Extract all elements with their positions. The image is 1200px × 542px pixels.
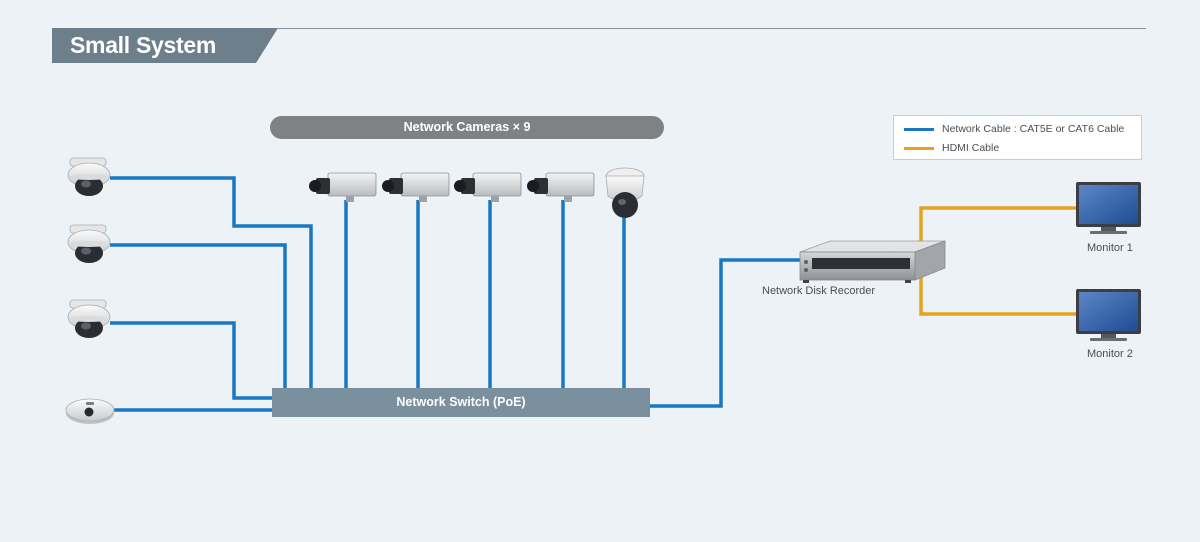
legend: Network Cable : CAT5E or CAT6 Cable HDMI… [893, 115, 1142, 160]
legend-label: HDMI Cable [942, 142, 1000, 154]
box-camera-icon [381, 172, 450, 203]
monitor-1-label: Monitor 1 [1087, 242, 1133, 254]
title-tab-shape [52, 28, 278, 63]
dome-camera-icon [67, 299, 111, 339]
legend-swatch-network [904, 128, 934, 131]
monitor-icon [1076, 289, 1141, 341]
hdmi-cables [919, 206, 1077, 316]
cable-dome-2 [110, 243, 287, 388]
title-tab: Small System [52, 28, 278, 63]
page-title: Small System [70, 32, 216, 58]
box-camera-icon [453, 172, 522, 203]
network-switch: Network Switch (PoE) [272, 388, 650, 417]
network-cables [110, 176, 803, 412]
cable-dome-3 [110, 321, 272, 400]
monitor-2-label: Monitor 2 [1087, 348, 1133, 360]
box-camera-icon [526, 172, 595, 203]
hdmi-cable-monitor-1 [919, 206, 1077, 248]
hdmi-cable-monitor-2 [919, 276, 1077, 316]
recorder-icon [799, 240, 946, 283]
monitor-icon [1076, 182, 1141, 234]
box-camera-icon [308, 172, 377, 203]
ptz-camera-icon [605, 167, 645, 218]
fisheye-camera-icon [65, 398, 115, 424]
cable-dome-1 [110, 176, 313, 388]
dome-camera-icon [67, 157, 111, 197]
network-cameras-banner: Network Cameras × 9 [270, 116, 664, 139]
cable-switch-recorder [650, 258, 803, 408]
legend-label: Network Cable : CAT5E or CAT6 Cable [942, 123, 1125, 135]
dome-camera-icon [67, 224, 111, 264]
recorder-label: Network Disk Recorder [762, 285, 876, 297]
legend-swatch-hdmi [904, 147, 934, 150]
